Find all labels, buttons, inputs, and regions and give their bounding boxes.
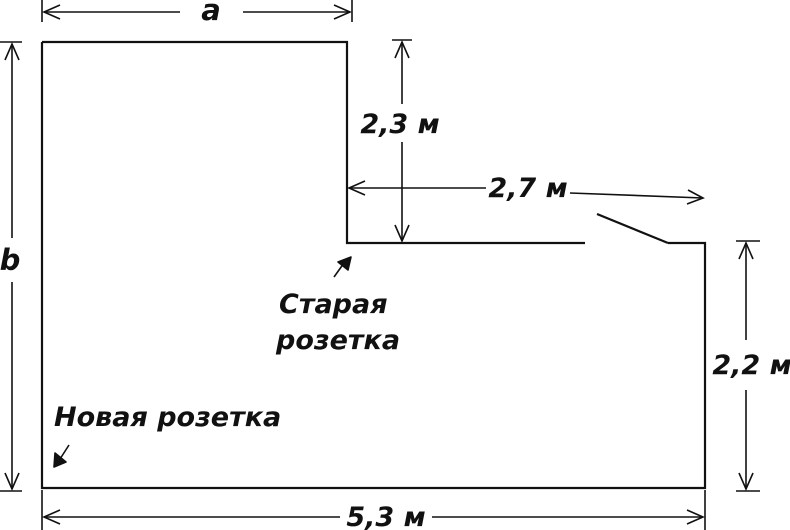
new-socket-label: Новая розетка	[54, 402, 281, 433]
dimension-right-height: 2,2 м	[712, 240, 790, 492]
left-height-label: b	[0, 243, 20, 277]
old-socket-label-line2: розетка	[275, 325, 400, 356]
new-socket-arrow-shaft	[59, 444, 70, 460]
arrowhead-down-icon	[4, 472, 20, 491]
room-outline	[42, 40, 585, 245]
notch-height-label: 2,3 м	[360, 109, 439, 140]
old-socket-marker: Старая розетка	[275, 256, 400, 356]
right-height-label: 2,2 м	[712, 350, 790, 381]
new-socket-marker: Новая розетка	[53, 402, 281, 468]
notch-width-label: 2,7 м	[488, 173, 567, 204]
arrowhead-right-icon	[333, 4, 352, 20]
old-socket-label-line1: Старая	[279, 289, 388, 320]
arrowhead-left-icon	[42, 4, 61, 20]
arrowhead-up-icon	[4, 42, 20, 61]
dimension-left-height: b	[0, 41, 22, 492]
dimension-top-width: a	[41, 0, 353, 27]
arrowhead-down-icon	[738, 472, 754, 491]
room-outline-lower	[40, 42, 707, 490]
arrowhead-left-icon	[347, 180, 366, 196]
new-socket-arrow-icon	[53, 452, 67, 468]
dimension-notch-width: 2,7 м	[347, 173, 705, 205]
arrowhead-up-icon	[394, 40, 410, 59]
arrowhead-up-icon	[738, 241, 754, 260]
arrowhead-down-icon	[394, 224, 410, 243]
bottom-width-label: 5,3 м	[346, 502, 425, 530]
dimension-line	[569, 192, 704, 199]
arrowhead-left-icon	[42, 509, 61, 525]
door-swing	[596, 212, 669, 245]
old-socket-arrow-icon	[337, 256, 352, 271]
arrowhead-right-icon	[686, 509, 705, 525]
dimension-bottom-width: 5,3 м	[41, 490, 706, 530]
dimension-notch-height: 2,3 м	[360, 39, 440, 243]
arrowhead-right-icon	[686, 189, 705, 205]
top-width-label: a	[201, 0, 221, 27]
